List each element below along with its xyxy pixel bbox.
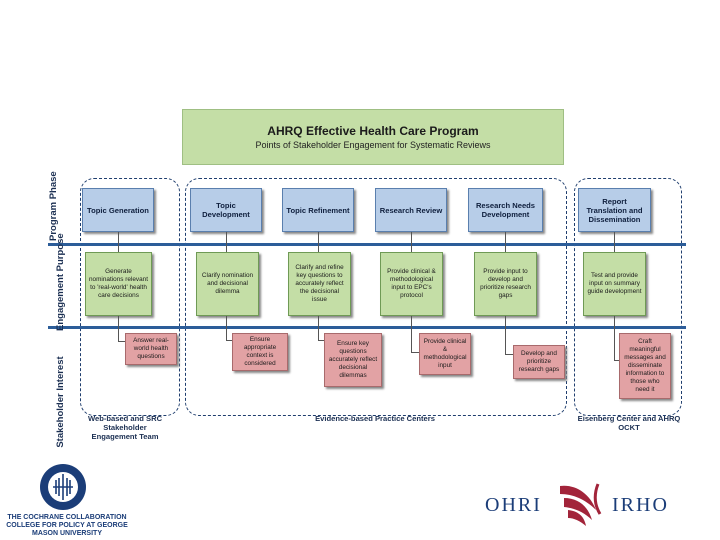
row-label-interest: Stakeholder Interest <box>55 356 66 448</box>
interest-box-1: Answer real-world health questions <box>125 333 177 365</box>
diagram-title-banner: AHRQ Effective Health Care Program Point… <box>182 109 564 165</box>
connector <box>318 232 319 252</box>
group-outline-center <box>185 178 567 416</box>
group-caption-center: Evidence-based Practice Centers <box>315 414 435 423</box>
ohri-logo-text-left: OHRI <box>485 494 542 516</box>
ohri-logo-icon <box>556 480 606 528</box>
connector <box>318 316 319 340</box>
connector <box>118 316 119 341</box>
phase-box-topic-generation: Topic Generation <box>82 188 154 232</box>
group-outline-left <box>80 178 180 416</box>
connector <box>614 232 615 252</box>
row-divider-1 <box>48 243 686 246</box>
row-divider-2 <box>48 326 686 329</box>
interest-box-6: Craft meaningful messages and disseminat… <box>619 333 671 399</box>
interest-box-5: Develop and prioritize research gaps <box>513 345 565 379</box>
connector <box>614 316 615 360</box>
purpose-box-1: Generate nominations relevant to 'real-w… <box>85 252 152 316</box>
group-caption-right: Eisenberg Center and AHRQ OCKT <box>577 414 681 432</box>
connector <box>614 360 619 361</box>
interest-box-4: Provide clinical & methodological input <box>419 333 471 375</box>
purpose-box-4: Provide clinical & methodological input … <box>380 252 443 316</box>
connector <box>411 232 412 252</box>
connector <box>118 341 125 342</box>
phase-box-research-review: Research Review <box>375 188 447 232</box>
row-label-purpose: Engagement Purpose <box>55 233 66 331</box>
connector <box>318 340 324 341</box>
phase-box-research-needs: Research Needs Development <box>468 188 543 232</box>
interest-box-3: Ensure key questions accurately reflect … <box>324 333 382 387</box>
connector <box>505 354 513 355</box>
connector <box>118 232 119 252</box>
cochrane-logo-text: THE COCHRANE COLLABORATION COLLEGE FOR P… <box>6 514 128 537</box>
connector <box>505 232 506 252</box>
connector <box>226 316 227 340</box>
purpose-box-2: Clarify nomination and decisional dilemm… <box>196 252 259 316</box>
ohri-logo-text-right: IRHO <box>612 494 669 516</box>
purpose-box-5: Provide input to develop and prioritize … <box>474 252 537 316</box>
group-caption-left: Web-based and SRC Stakeholder Engagement… <box>87 414 163 441</box>
purpose-box-6: Test and provide input on summary guide … <box>583 252 646 316</box>
connector <box>411 316 412 352</box>
connector <box>226 340 232 341</box>
connector <box>226 232 227 252</box>
diagram-subtitle: Points of Stakeholder Engagement for Sys… <box>255 140 491 150</box>
connector <box>505 316 506 354</box>
interest-box-2: Ensure appropriate context is considered <box>232 333 288 371</box>
connector <box>411 352 419 353</box>
group-outline-right <box>574 178 682 416</box>
phase-box-report-translation: Report Translation and Dissemination <box>578 188 651 232</box>
phase-box-topic-development: Topic Development <box>190 188 262 232</box>
phase-box-topic-refinement: Topic Refinement <box>282 188 354 232</box>
cochrane-logo-icon <box>38 462 88 512</box>
diagram-title: AHRQ Effective Health Care Program <box>267 124 479 138</box>
purpose-box-3: Clarify and refine key questions to accu… <box>288 252 351 316</box>
